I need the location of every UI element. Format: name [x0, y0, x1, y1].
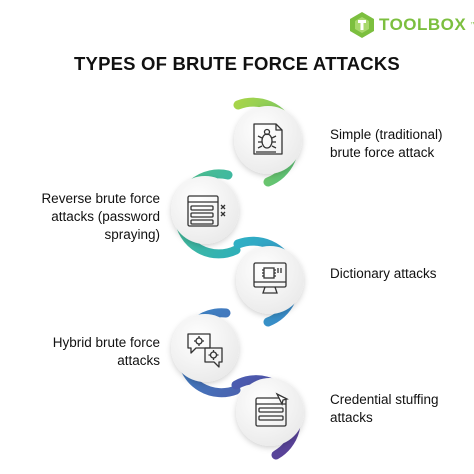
- brand-trademark: ™: [470, 22, 474, 28]
- step-label-4: Hybrid brute force attacks: [52, 335, 160, 368]
- toolbox-logo-icon: [350, 12, 374, 38]
- password-list-icon: [187, 195, 226, 227]
- page-title: TYPES OF BRUTE FORCE ATTACKS: [74, 53, 400, 74]
- bug-document-icon: [253, 123, 283, 155]
- credential-form-icon: [255, 392, 289, 427]
- step-circle-3: [236, 246, 304, 314]
- step-label-3: Dictionary attacks: [330, 266, 437, 281]
- chat-settings-icon: [187, 333, 223, 368]
- brand-name: TOOLBOX: [379, 15, 467, 34]
- step-label-2: Reverse brute force attacks (password sp…: [41, 191, 160, 242]
- monitor-chip-icon: [253, 262, 287, 294]
- step-label-5: Credential stuffing attacks: [330, 392, 439, 425]
- step-circle-1: [234, 106, 302, 174]
- step-label-1: Simple (traditional) brute force attack: [330, 127, 443, 160]
